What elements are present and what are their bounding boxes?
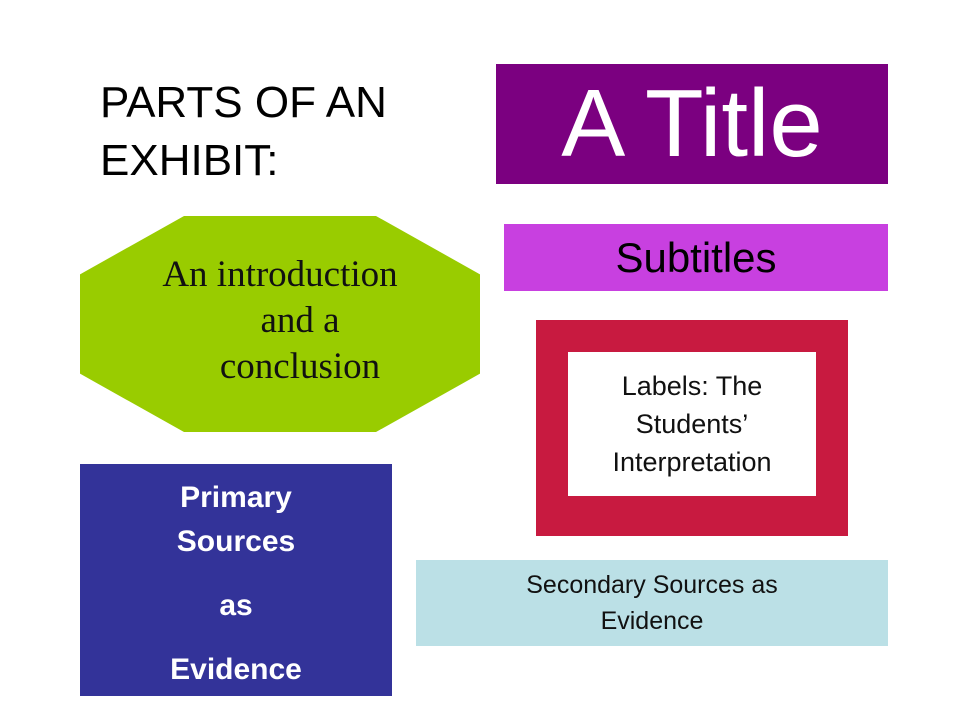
introduction-line-1: An introduction	[162, 254, 398, 295]
secondary-line-1: Secondary Sources as	[526, 571, 778, 599]
labels-box: Labels: The Students’ Interpretation	[568, 352, 816, 496]
introduction-text: An introduction and a conclusion	[140, 252, 420, 390]
heading-line-2: EXHIBIT:	[100, 136, 279, 185]
labels-line-3: Interpretation	[612, 447, 772, 477]
labels-text: Labels: The Students’ Interpretation	[612, 367, 771, 481]
title-text: A Title	[561, 70, 823, 177]
title-box: A Title	[496, 64, 888, 184]
heading-line-1: PARTS OF AN	[100, 78, 387, 127]
secondary-sources-box: Secondary Sources as Evidence	[416, 560, 888, 646]
primary-line-2: Sources	[176, 525, 296, 558]
subtitle-box: Subtitles	[504, 224, 888, 291]
labels-line-1: Labels: The	[621, 371, 763, 401]
secondary-line-2: Evidence	[600, 607, 704, 635]
labels-line-2: Students’	[635, 409, 749, 439]
primary-line-1: Primary	[180, 481, 292, 514]
introduction-line-2: and a	[260, 300, 340, 341]
secondary-text: Secondary Sources as Evidence	[526, 567, 778, 639]
introduction-octagon	[80, 216, 480, 432]
introduction-line-3: conclusion	[219, 346, 381, 387]
primary-line-4: Evidence	[170, 653, 302, 686]
subtitle-text: Subtitles	[615, 233, 777, 281]
primary-line-3: as	[219, 589, 253, 622]
primary-sources-box: Primary Sources as Evidence	[80, 464, 392, 696]
slide-heading: PARTS OF AN EXHIBIT:	[100, 74, 460, 190]
